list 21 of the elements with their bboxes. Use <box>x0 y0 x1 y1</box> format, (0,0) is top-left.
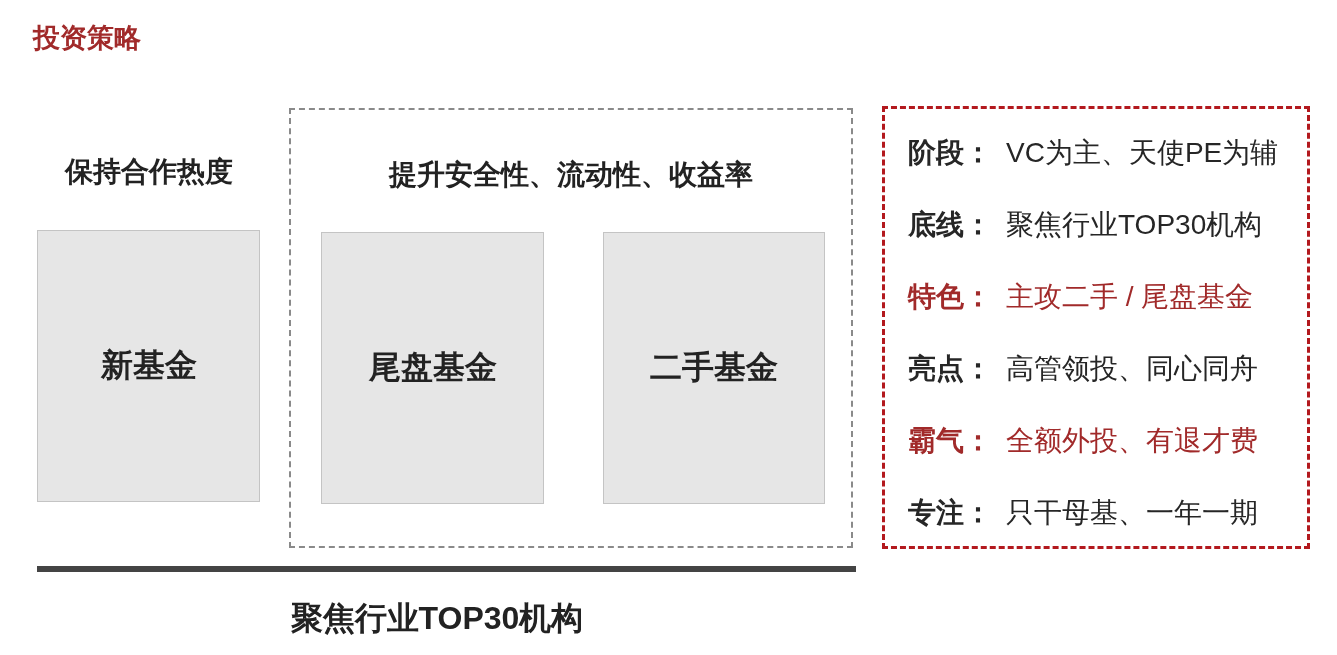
caption-text: 聚焦行业TOP30机构 <box>289 599 585 638</box>
dashed-frame <box>289 108 853 548</box>
row-value: 全额外投、有退才费 <box>1006 424 1258 458</box>
fund-box: 新基金 <box>37 230 260 502</box>
dashed-panel <box>882 106 1310 549</box>
row-label: 专注： <box>908 496 992 530</box>
row-value: VC为主、天使PE为辅 <box>1006 136 1279 170</box>
row-label: 底线： <box>908 208 992 242</box>
fund-box: 二手基金 <box>603 232 825 504</box>
row-label: 阶段： <box>908 136 992 170</box>
row-value: 主攻二手 / 尾盘基金 <box>1006 280 1254 314</box>
group-heading: 提升安全性、流动性、收益率 <box>387 158 754 192</box>
row-label: 霸气： <box>908 424 992 458</box>
row-value: 只干母基、一年一期 <box>1006 496 1258 530</box>
row-value: 高管领投、同心同舟 <box>1006 352 1258 386</box>
row-label: 亮点： <box>908 352 992 386</box>
column-heading: 保持合作热度 <box>63 155 234 189</box>
row-label: 特色： <box>908 280 992 314</box>
page-title: 投资策略 <box>33 22 141 55</box>
row-value: 聚焦行业TOP30机构 <box>1006 208 1263 242</box>
fund-box: 尾盘基金 <box>321 232 544 504</box>
